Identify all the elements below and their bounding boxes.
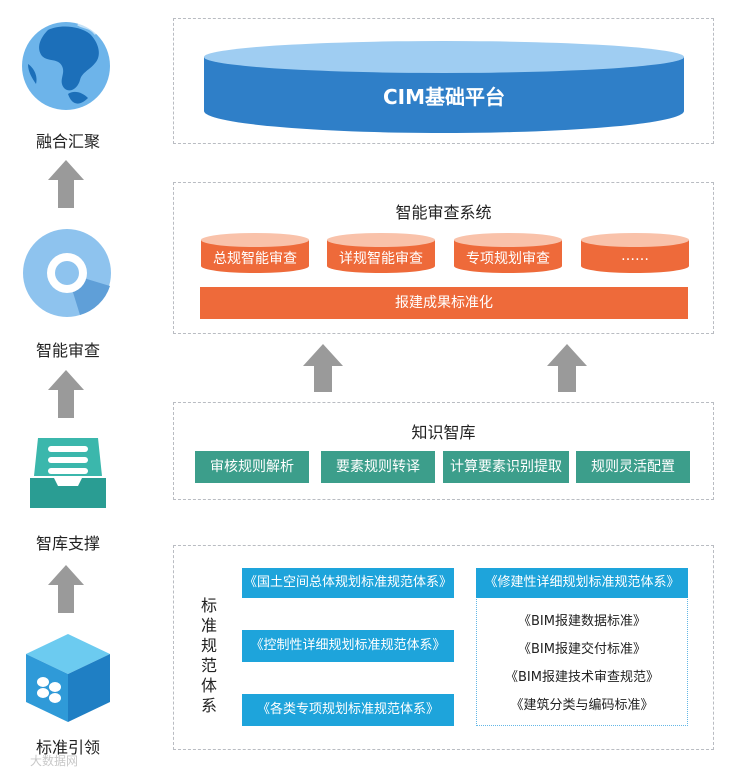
standards-panel: 标准规范体系 《国土空间总体规划标准规范体系》 《控制性详细规划标准规范体系》 … (173, 545, 714, 750)
review-module: 总规智能审查 (213, 251, 297, 267)
left-label-review: 智能审查 (35, 341, 100, 360)
standard-item: 《各类专项规划标准规范体系》 (242, 694, 454, 726)
review-module-cylinder (327, 233, 435, 273)
review-system-title: 智能审查系统 (395, 203, 492, 222)
review-system-panel: 智能审查系统 总规智能审查 详规智能审查 专项规划审查 …… 报建成果标准化 (173, 182, 714, 334)
up-arrow-icon (303, 344, 343, 392)
knowledge-item: 要素规则转译 (321, 451, 435, 483)
knowledge-item: 审核规则解析 (195, 451, 309, 483)
knowledge-panel: 知识智库 审核规则解析 要素规则转译 计算要素识别提取 规则灵活配置 (173, 402, 714, 500)
up-arrow-icon (48, 370, 84, 418)
review-module: 详规智能审查 (339, 251, 423, 267)
platform-panel: CIM基础平台 (173, 18, 714, 144)
standard-subitem: 《建筑分类与编码标准》 (510, 698, 654, 713)
up-arrow-icon (547, 344, 587, 392)
left-label-standards: 标准引领 (35, 738, 100, 757)
platform-cylinder (204, 41, 684, 133)
disc-icon (23, 229, 111, 317)
left-label-think-tank: 智库支撑 (35, 534, 100, 553)
review-module-cylinder (581, 233, 689, 273)
inbox-tray-icon (30, 438, 106, 508)
standard-subitem: 《BIM报建技术审查规范》 (505, 670, 659, 685)
standard-item: 《控制性详细规划标准规范体系》 (242, 630, 454, 662)
standard-group-header: 《修建性详细规划标准规范体系》 (476, 568, 688, 598)
globe-icon (22, 22, 110, 110)
knowledge-item: 规则灵活配置 (576, 451, 690, 483)
standard-subitem: 《BIM报建数据标准》 (518, 614, 646, 629)
review-module: 专项规划审查 (466, 251, 550, 267)
cube-icon (26, 634, 110, 722)
review-module-cylinder (201, 233, 309, 273)
left-label-fusion: 融合汇聚 (35, 132, 100, 151)
up-arrow-icon (48, 160, 84, 208)
knowledge-title: 知识智库 (411, 423, 476, 442)
up-arrow-icon (48, 565, 84, 613)
watermark: 大数据网 (30, 754, 79, 768)
standards-title: 标准规范体系 (200, 596, 217, 715)
platform-title: CIM基础平台 (382, 85, 506, 109)
standard-item: 《国土空间总体规划标准规范体系》 (242, 568, 454, 598)
standard-subitem: 《BIM报建交付标准》 (518, 642, 646, 657)
knowledge-item: 计算要素识别提取 (443, 451, 569, 483)
standardization-bar: 报建成果标准化 (200, 287, 688, 319)
review-module: …… (621, 248, 649, 264)
review-module-cylinder (454, 233, 562, 273)
